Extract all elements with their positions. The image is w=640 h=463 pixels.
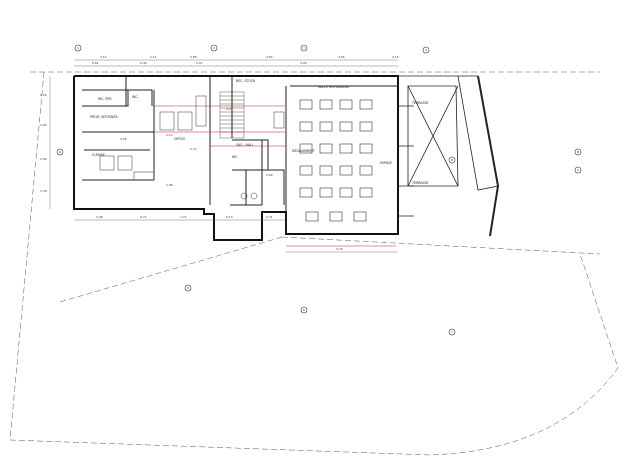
room-wc-right-top: WC [232,155,238,159]
room-vestiaire: PROD. VESTIAIRE [90,115,118,119]
dim-top-3: 2.65 [190,55,197,59]
axis-1: 1 [77,46,79,50]
room-terrasse: TERRASSE [411,101,429,105]
staircase [219,91,245,139]
restaurant-tables [299,99,373,222]
dim-left-1: 1.55 [40,93,47,97]
room-rec-stock: REC. STOCK [236,79,256,83]
dim-inner-4: 4.25 [120,137,127,141]
room-office: OFFICE [174,137,185,141]
dim-inner-3: 0.12 [166,133,173,137]
room-wc-label: WC. PER. [98,97,112,101]
dim-bottom-1: 3.46 [96,215,103,219]
axis-3: 3 [303,46,305,50]
axis-labels: 1 2 3 4 5 6 7 A B C D [59,46,579,334]
dim-inner-2: 3.27 [190,147,197,151]
dim-bottom-5: 2.71 [266,215,273,219]
dims-top: 3.11 1.11 2.65 3.87 4.65 2.15 0.61 2.40 … [92,55,399,65]
dim-inner-6: 0.90 [266,173,273,177]
axis-c: C [577,168,579,172]
interior-walls [82,76,398,234]
dims-left: 1.55 1.83 2.06 1.78 [40,93,47,193]
axis-6: 6 [303,308,305,312]
dim-inner-1: 4.43 [226,107,233,111]
dim-top-1: 3.11 [100,55,107,59]
axis-2: 2 [213,46,215,50]
dim-top-4: 3.87 [266,55,273,59]
room-salle: SALLE RESTAURANT [318,85,350,89]
site-boundary [9,71,619,456]
dims-bottom: 3.46 0.71 1.71 0.13 2.71 4.79 [96,215,343,251]
dimension-lines [49,59,398,253]
dim-top-2: 1.11 [150,55,157,59]
terrace-structure [398,75,500,237]
room-degagement: DEGAGEMENT [292,149,315,153]
axis-markers [56,44,582,336]
axis-d: D [451,158,454,162]
dim-top2-1: 0.61 [92,61,99,65]
dim-left-2: 1.83 [40,123,47,127]
dim-bottom-3: 1.71 [180,215,187,219]
dim-left-4: 1.78 [40,189,47,193]
dim-bottom-4: 0.13 [226,215,233,219]
red-guides [154,105,396,247]
dim-top2-4: 3.95 [300,61,307,65]
room-hall: SAS - HALL [236,143,254,147]
dim-top-6: 2.15 [392,55,399,59]
room-ext: ESPACE [380,161,392,165]
kitchen-fixtures [99,95,285,200]
axis-5: 5 [187,286,189,290]
dim-left-3: 2.06 [40,157,47,161]
dim-top2-2: 2.40 [140,61,147,65]
axis-7: 7 [451,330,453,334]
room-terrasse2: TERRASSE [411,181,429,185]
axis-4: 4 [425,48,427,52]
dim-inner-5: 1.96 [166,183,173,187]
room-small-box: WC. [132,95,138,99]
dim-bottom-2: 0.71 [140,215,147,219]
axis-b: B [577,150,579,154]
dim-top-5: 4.65 [338,55,345,59]
axis-a: A [59,150,62,154]
dim-top2-3: 2.07 [196,61,203,65]
room-cuisine: CUISINE [92,153,105,157]
room-labels: WC. PER. WC. PROD. VESTIAIRE CUISINE OFF… [90,79,429,185]
dim-bottom-salle: 4.79 [336,247,343,251]
dims-inner: 4.43 3.27 0.12 4.25 1.96 0.90 [120,107,273,187]
